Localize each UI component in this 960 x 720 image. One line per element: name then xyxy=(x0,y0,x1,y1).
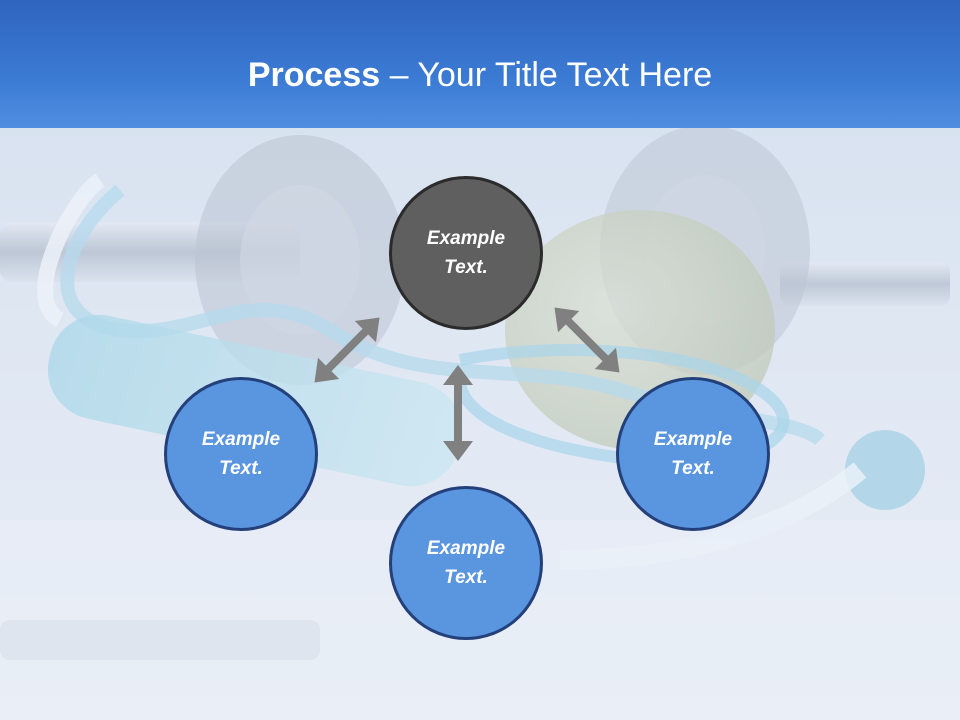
node-bottom-label: Example Text. xyxy=(426,538,506,588)
title-rest: – Your Title Text Here xyxy=(380,56,713,94)
node-right: Example Text. xyxy=(616,377,770,531)
node-left-label: Example Text. xyxy=(201,429,281,479)
node-right-label: Example Text. xyxy=(653,429,733,479)
node-top: Example Text. xyxy=(389,176,543,330)
slide-title: Process – Your Title Text Here xyxy=(0,54,960,96)
arrow-top-right xyxy=(554,307,620,373)
node-top-label: Example Text. xyxy=(426,228,506,278)
title-bar xyxy=(0,0,960,128)
title-bold: Process xyxy=(247,56,381,94)
node-left: Example Text. xyxy=(164,377,318,531)
node-bottom: Example Text. xyxy=(389,486,543,640)
arrow-vertical xyxy=(443,365,473,461)
arrow-left-top xyxy=(314,317,380,383)
